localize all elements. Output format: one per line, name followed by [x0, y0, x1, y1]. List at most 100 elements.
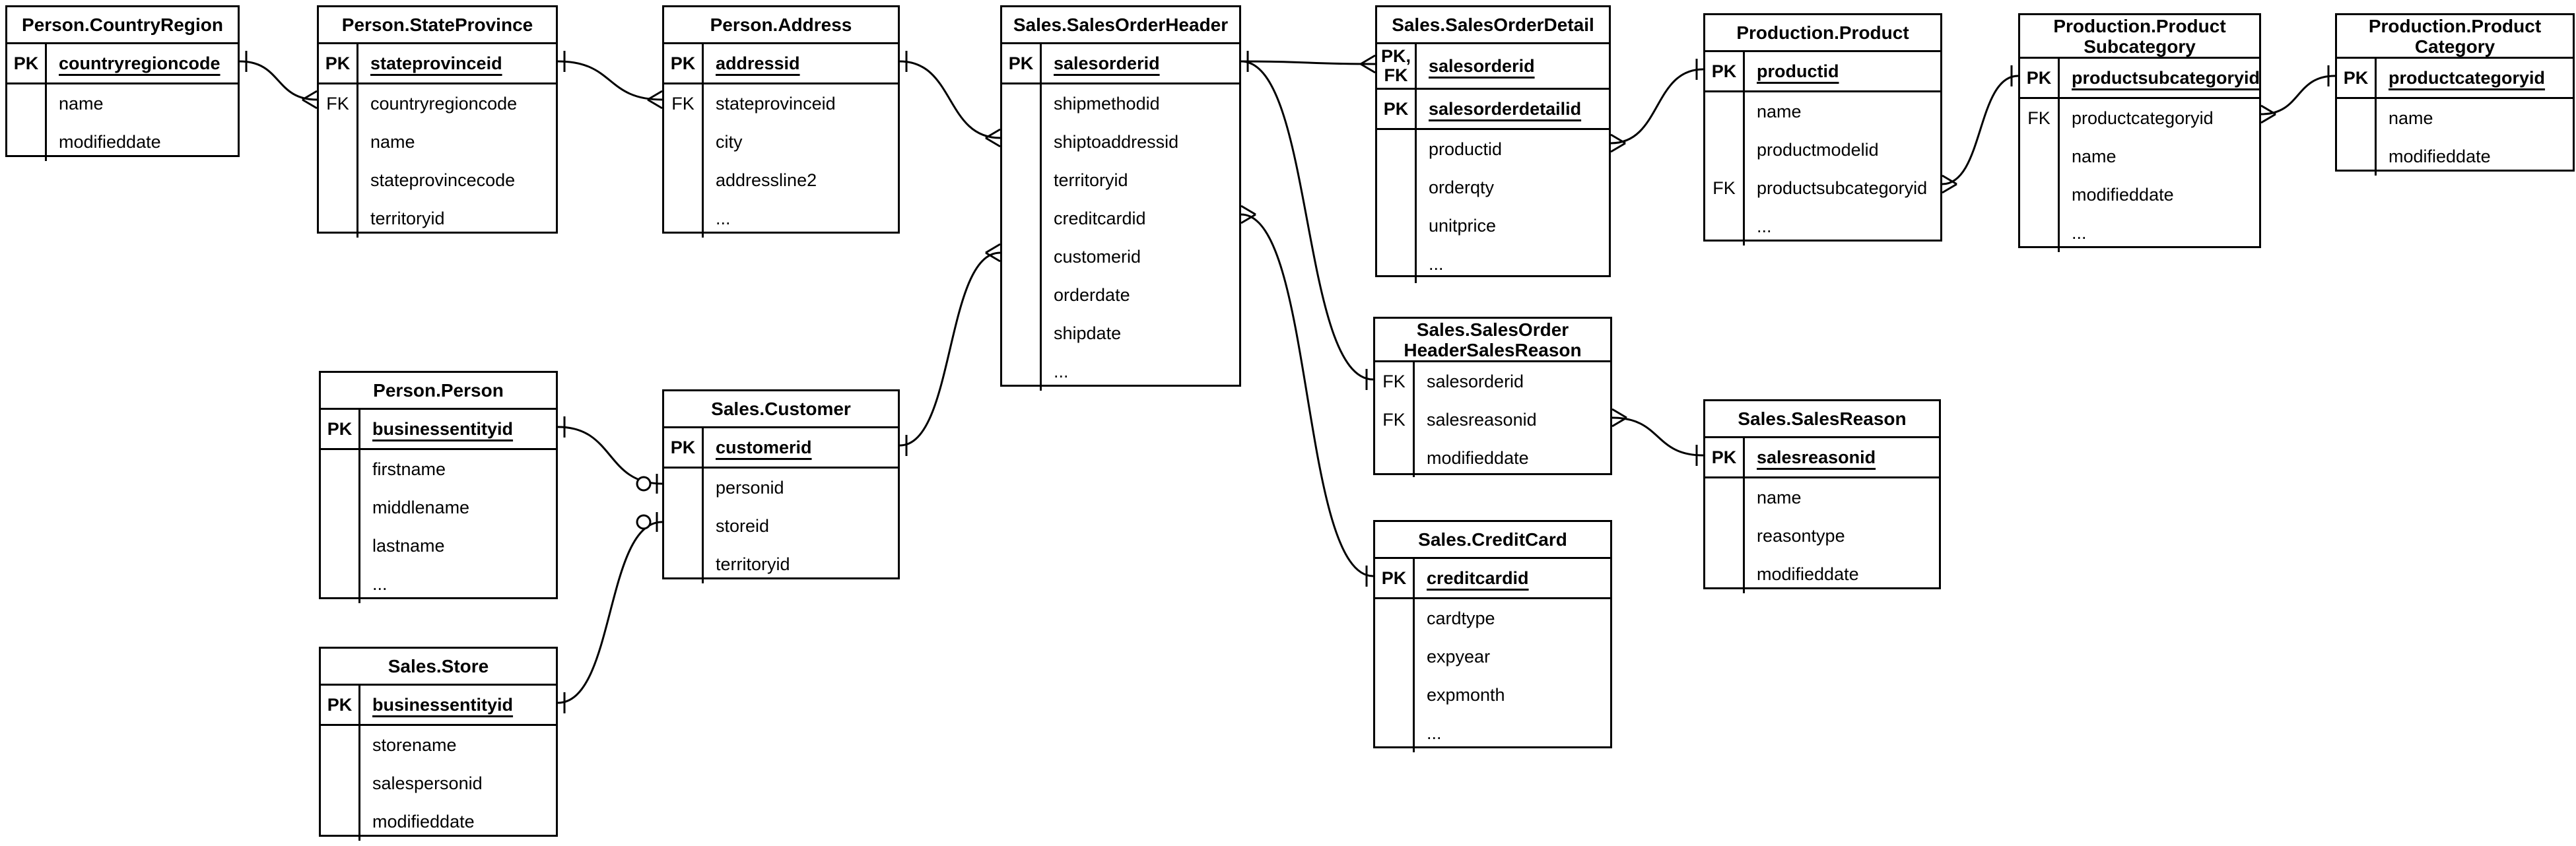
relationship-line: [1240, 213, 1374, 577]
crow-foot-marker: [2260, 104, 2276, 124]
attribute-row: unitprice: [1377, 207, 1609, 245]
table-title-line: Person.Address: [710, 15, 852, 35]
key-cell: [2337, 99, 2377, 137]
key-cell: FK: [1375, 401, 1415, 439]
key-cell: PK: [2020, 59, 2060, 97]
attribute-cell: businessentityid: [372, 418, 514, 439]
relationship-line: [1240, 60, 1376, 65]
attribute-row: addressline2: [664, 161, 898, 199]
key-cell: [2020, 176, 2060, 214]
attribute-cell: territoryid: [716, 554, 790, 574]
attribute-cell: ...: [2072, 222, 2087, 243]
crow-foot-marker: [985, 243, 1001, 263]
relationship-line: [1611, 416, 1704, 457]
attribute-row: ...: [1377, 245, 1609, 283]
key-cell: PK: [664, 428, 704, 467]
key-cell: [1377, 130, 1417, 168]
key-cell: [1002, 238, 1042, 276]
attribute-cell: productcategoryid: [2389, 67, 2546, 88]
attribute-row: personid: [664, 469, 898, 507]
key-cell: [664, 507, 704, 545]
attribute-cell: customerid: [1054, 246, 1141, 267]
attribute-cell: middlename: [372, 497, 470, 517]
attribute-row: storeid: [664, 507, 898, 545]
attribute-row: modifieddate: [7, 123, 238, 161]
table-title-line: Subcategory: [2084, 36, 2196, 57]
attribute-cell: personid: [716, 477, 784, 498]
attribute-row: shipmethodid: [1002, 84, 1239, 123]
key-cell: [1377, 168, 1417, 207]
attribute-row: ...: [1002, 352, 1239, 391]
relationship-line: [1240, 60, 1374, 381]
attribute-row: territoryid: [319, 199, 556, 238]
attribute-cell: addressid: [716, 53, 800, 73]
key-cell: [1375, 599, 1415, 637]
attribute-cell: productmodelid: [1757, 139, 1879, 160]
attribute-row: cardtype: [1375, 599, 1610, 637]
key-cell: [1002, 352, 1042, 391]
table-title-line: Sales.CreditCard: [1418, 529, 1567, 550]
attribute-cell: countryregioncode: [59, 53, 220, 73]
key-cell: [664, 161, 704, 199]
attribute-cell: shipdate: [1054, 323, 1122, 343]
table-title: Sales.CreditCard: [1375, 522, 1610, 559]
attribute-cell: name: [2389, 108, 2433, 128]
table-title-line: Sales.Store: [388, 656, 489, 676]
key-cell: [1705, 92, 1745, 131]
key-cell: PK: [319, 44, 358, 82]
attribute-row: shiptoaddressid: [1002, 123, 1239, 161]
attribute-row: name: [2337, 99, 2573, 137]
attribute-row: modifieddate: [321, 802, 556, 841]
attribute-cell: stateprovinceid: [370, 53, 502, 73]
attribute-row: territoryid: [1002, 161, 1239, 199]
table-title-line: Sales.SalesOrder: [1416, 319, 1569, 340]
table-title-line: Sales.SalesOrderDetail: [1392, 15, 1594, 35]
attribute-cell: productid: [1757, 61, 1839, 81]
attribute-row: productmodelid: [1705, 131, 1940, 169]
key-cell: [1002, 276, 1042, 314]
key-cell: [321, 764, 360, 802]
attribute-cell: city: [716, 131, 743, 152]
key-cell: [1705, 207, 1745, 245]
key-cell: [1002, 314, 1042, 352]
key-cell: FK: [319, 84, 358, 123]
attribute-row: productid: [1377, 130, 1609, 168]
crow-foot-marker: [302, 90, 318, 110]
key-cell: [1375, 439, 1415, 477]
attribute-row: orderqty: [1377, 168, 1609, 207]
relationship-line: [1942, 75, 2019, 185]
key-cell: [1375, 676, 1415, 714]
attribute-cell: unitprice: [1429, 215, 1497, 236]
zero-circle-marker: [636, 476, 652, 492]
